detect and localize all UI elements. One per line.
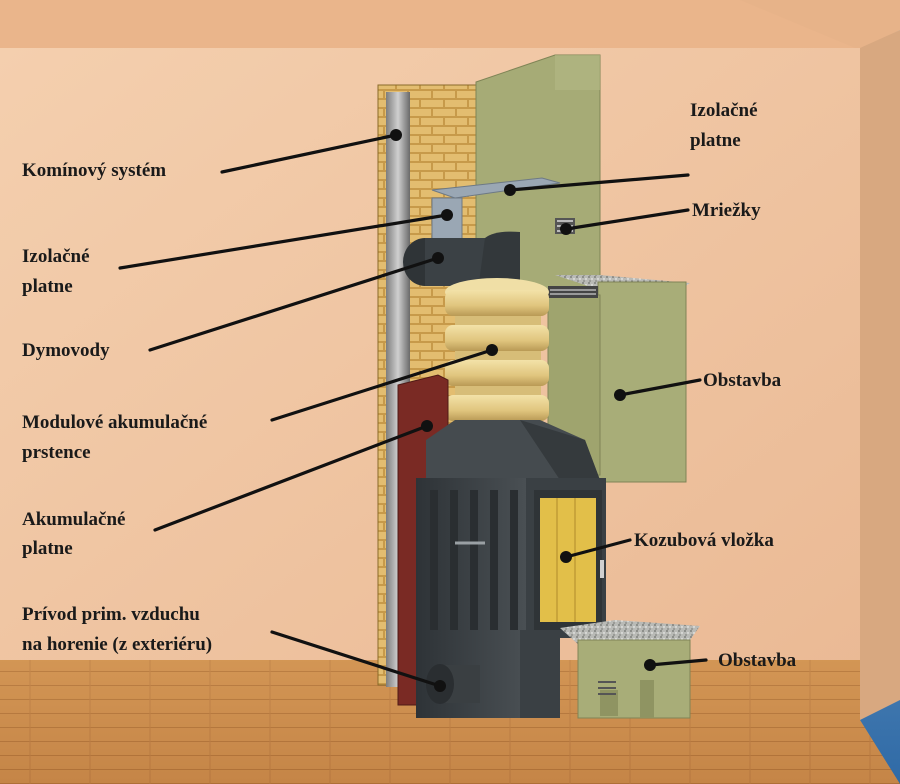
label-modulove-line2: prstence [22,442,91,463]
label-obstavba-upper: Obstavba [703,370,782,391]
label-akumulacne-line1: Akumulačné [22,509,125,530]
label-modulove-line1: Modulové akumulačné [22,412,207,433]
leader-obstavba-lower [648,658,708,667]
label-izolacne-platne-right-line2: platne [690,130,741,151]
obstavba-upper-block [597,281,687,483]
leader-modulove [270,348,494,422]
label-obstavba-lower: Obstavba [718,650,797,671]
leader-mriezky [564,208,690,231]
label-dymovody: Dymovody [22,340,110,361]
label-izolacne-platne-right-line1: Izolačné [690,100,758,121]
labels: Komínový systém Izolačné platne Dymovody… [22,100,797,671]
leader-izolacne-platne-right [508,173,690,192]
label-izolacne-platne-left-line1: Izolačné [22,246,90,267]
label-akumulacne-line2: platne [22,538,73,559]
leader-izolacne-platne-left [118,213,449,270]
label-kozubova-vlozka: Kozubová vložka [634,530,774,551]
insulation-shelf [431,177,561,199]
leader-privod [270,630,442,688]
leader-lines [118,129,708,692]
obstavba-lower-block [577,639,691,719]
ceiling-top [0,0,860,50]
label-privod-line1: Prívod prim. vzduchu [22,604,200,625]
accumulation-rings [445,278,549,432]
leader-kozubova-vlozka [564,538,632,559]
leader-kominovy-system [220,133,398,174]
label-mriezky: Mriežky [692,200,761,221]
leader-dymovody [148,256,440,352]
leader-akumulacne [153,424,429,532]
label-privod-line2: na horenie (z exteriéru) [22,634,212,655]
label-izolacne-platne-left-line2: platne [22,276,73,297]
flue-elbow [478,231,520,290]
vent-grille-2 [548,286,598,298]
label-kominovy-system: Komínový systém [22,160,166,181]
right-wall-edge [860,30,900,720]
leader-obstavba-upper [618,378,702,397]
